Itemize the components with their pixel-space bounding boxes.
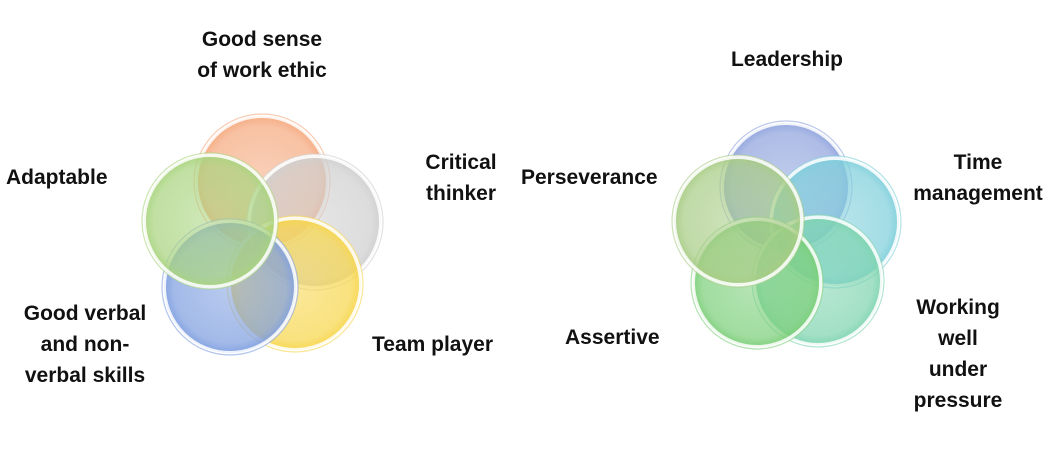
circle-rim-right-5 (671, 154, 805, 288)
label-good-verbal-skills: Good verbal and non- verbal skills (23, 302, 147, 387)
label-perseverance: Perseverance (521, 166, 658, 189)
circle-rim-left-5 (141, 152, 279, 290)
label-assertive: Assertive (565, 326, 660, 349)
circle-right-5 (672, 155, 804, 287)
label-critical-thinker: Critical thinker (425, 151, 497, 205)
label-time-management: Time management (913, 151, 1043, 205)
label-working-well-under-pressure: Working well under pressure (913, 296, 1003, 412)
label-good-sense-of-work-ethic: Good sense of work ethic (197, 28, 327, 82)
circle-left-5 (142, 153, 278, 289)
label-team-player: Team player (372, 333, 494, 356)
label-leadership: Leadership (730, 48, 844, 71)
label-adaptable: Adaptable (6, 166, 108, 189)
